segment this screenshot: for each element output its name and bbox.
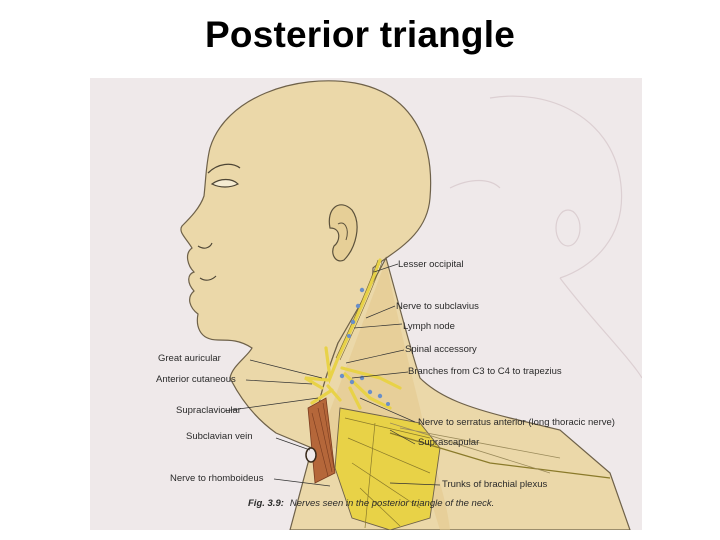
neck-illustration <box>180 80 642 530</box>
subclavian-vein-lumen <box>305 447 317 463</box>
label-spinal-accessory: Spinal accessory <box>405 344 477 355</box>
label-supraclavicular: Supraclavicular <box>176 405 241 416</box>
ear <box>328 204 358 262</box>
plexus-lines <box>344 417 431 529</box>
brachial-plexus <box>334 407 441 530</box>
eye <box>210 178 240 188</box>
ghost-background-figure <box>449 95 642 379</box>
figure-number: Fig. 3.9: <box>248 498 284 509</box>
figure-caption-text: Nerves seen in the posterior triangle of… <box>289 498 495 509</box>
vessel-stripes <box>311 402 335 477</box>
anatomy-figure: Lesser occipital Nerve to subclavius Lym… <box>90 78 642 530</box>
nerves <box>304 258 402 410</box>
slide-title: Posterior triangle <box>205 14 515 55</box>
label-nerve-to-serratus: Nerve to serratus anterior (long thoraci… <box>418 417 615 428</box>
label-subclavian-vein: Subclavian vein <box>186 431 253 442</box>
clavicle-lines <box>389 422 561 474</box>
label-anterior-cutaneous: Anterior cutaneous <box>156 374 236 385</box>
leader-lines <box>223 263 441 487</box>
brow <box>207 163 241 174</box>
label-lesser-occipital: Lesser occipital <box>398 259 464 270</box>
figure-caption: Fig. 3.9: Nerves seen in the posterior tr… <box>248 498 494 509</box>
lymph-nodes <box>339 287 390 406</box>
label-nerve-to-rhomboideus: Nerve to rhomboideus <box>170 473 264 484</box>
nerve-outlines <box>335 259 383 361</box>
ear-inner <box>337 222 348 241</box>
label-lymph-node: Lymph node <box>403 321 455 332</box>
label-suprascapular: Suprascapular <box>418 437 480 448</box>
nostril <box>197 242 213 249</box>
label-nerve-to-subclavius: Nerve to subclavius <box>396 301 479 312</box>
label-trunks-brachial-plexus: Trunks of brachial plexus <box>442 479 548 490</box>
label-branches-c3-c4: Branches from C3 to C4 to trapezius <box>408 366 562 377</box>
suprascapular-branch <box>389 432 611 479</box>
lips <box>199 275 217 281</box>
head-silhouette <box>180 80 432 449</box>
label-great-auricular: Great auricular <box>158 353 221 364</box>
